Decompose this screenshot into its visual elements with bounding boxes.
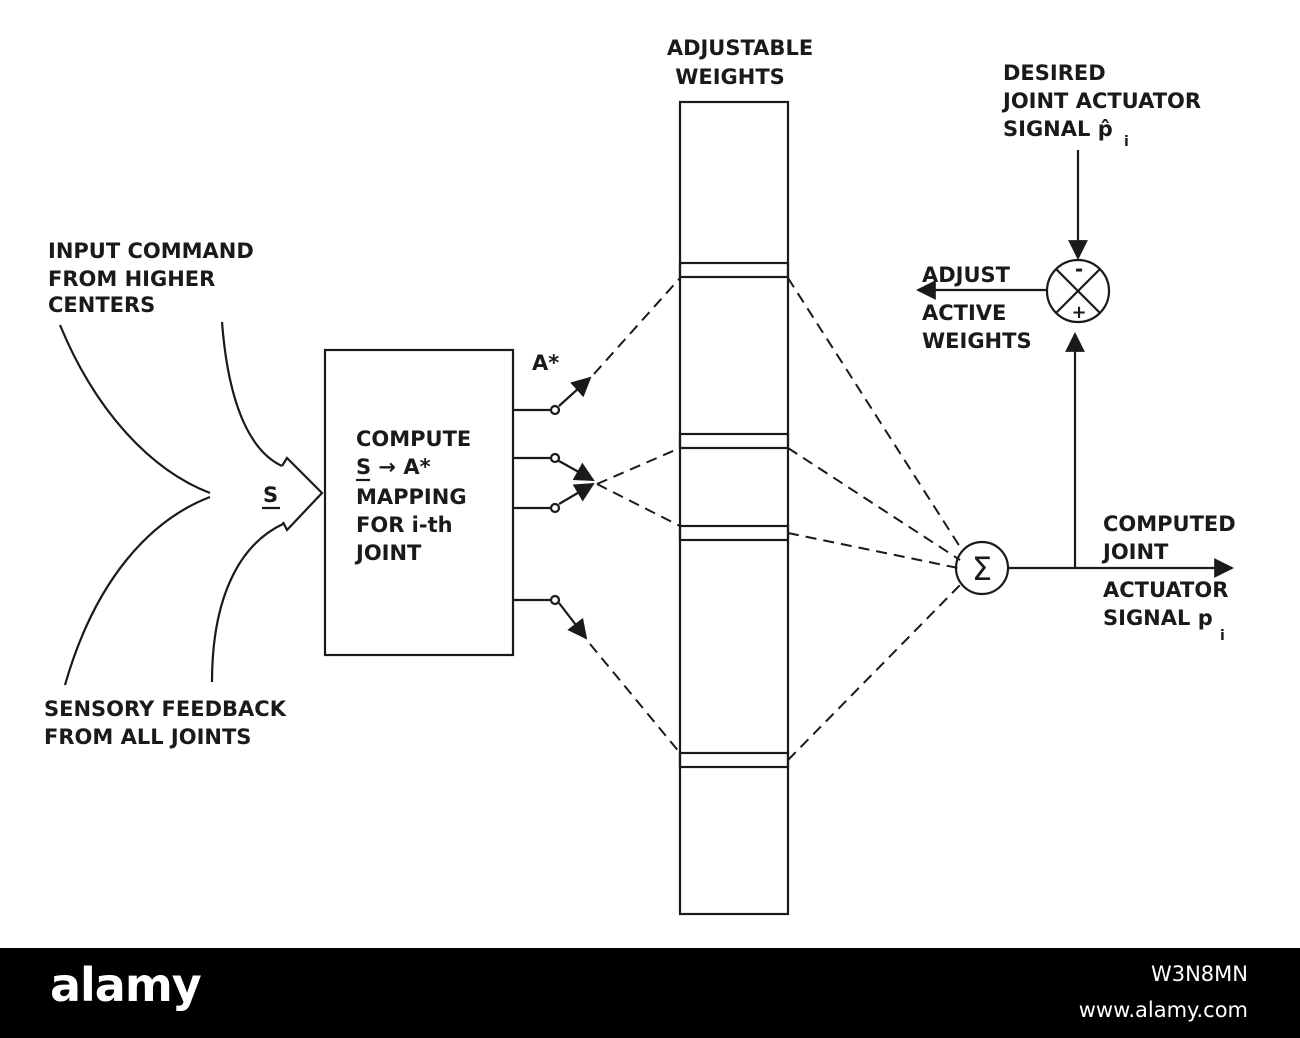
box-line4: FOR i-th: [356, 513, 453, 537]
input-curve: [58, 324, 211, 495]
sigma-symbol: Σ: [972, 550, 992, 588]
sensory-label-line2: FROM ALL JOINTS: [44, 725, 251, 749]
input-label-line2: FROM HIGHER: [48, 267, 215, 291]
sensory-label-line1: SENSORY FEEDBACK: [44, 697, 287, 721]
desired-label-subscript: i: [1124, 134, 1129, 150]
weights-column: [678, 100, 790, 916]
desired-label-line3: SIGNAL p̂: [1003, 117, 1113, 141]
a-star-label: A*: [532, 351, 559, 375]
input-branch-curve: [220, 321, 283, 467]
adjust-label-line3: WEIGHTS: [922, 329, 1032, 353]
computed-label-line4: SIGNAL p: [1103, 606, 1213, 630]
compute-box: [323, 348, 515, 657]
computed-label-subscript: i: [1220, 628, 1225, 644]
sensory-branch-curve: [210, 523, 284, 683]
watermark-footer: alamy W3N8MN www.alamy.com: [0, 948, 1300, 1038]
dashed-sum-connections: [787, 277, 963, 761]
s-input-arrow: [281, 456, 324, 532]
s-vector-label: S: [263, 483, 278, 507]
comparator-minus-sign: -: [1075, 257, 1083, 281]
brand-logo: alamy: [50, 958, 202, 1012]
sensory-curve: [63, 495, 211, 686]
adjust-label-line1: ADJUST: [922, 263, 1011, 287]
image-url-text: www.alamy.com: [1078, 998, 1248, 1022]
adjust-label-line2: ACTIVE: [922, 301, 1006, 325]
image-id-text: W3N8MN: [1150, 962, 1248, 986]
weights-title-line2: WEIGHTS: [675, 65, 785, 89]
dashed-input-connections: [589, 277, 681, 754]
comparator-plus-sign: +: [1071, 302, 1086, 323]
cmac-joint-diagram: ADJUSTABLE WEIGHTS DESIRED JOINT ACTUATO…: [44, 36, 1236, 916]
weights-title-line1: ADJUSTABLE: [667, 36, 813, 60]
box-line2: S → A*: [356, 455, 431, 479]
desired-label-line1: DESIRED: [1003, 61, 1106, 85]
box-line3: MAPPING: [356, 485, 467, 509]
computed-label-line1: COMPUTED: [1103, 512, 1236, 536]
box-line5: JOINT: [354, 541, 422, 565]
desired-label-line2: JOINT ACTUATOR: [1001, 89, 1201, 113]
input-label-line1: INPUT COMMAND: [48, 239, 254, 263]
box-line1: COMPUTE: [356, 427, 471, 451]
computed-label-line2: JOINT: [1101, 540, 1169, 564]
computed-label-line3: ACTUATOR: [1103, 578, 1228, 602]
input-label-line3: CENTERS: [48, 293, 155, 317]
switch-outputs: [513, 376, 595, 640]
